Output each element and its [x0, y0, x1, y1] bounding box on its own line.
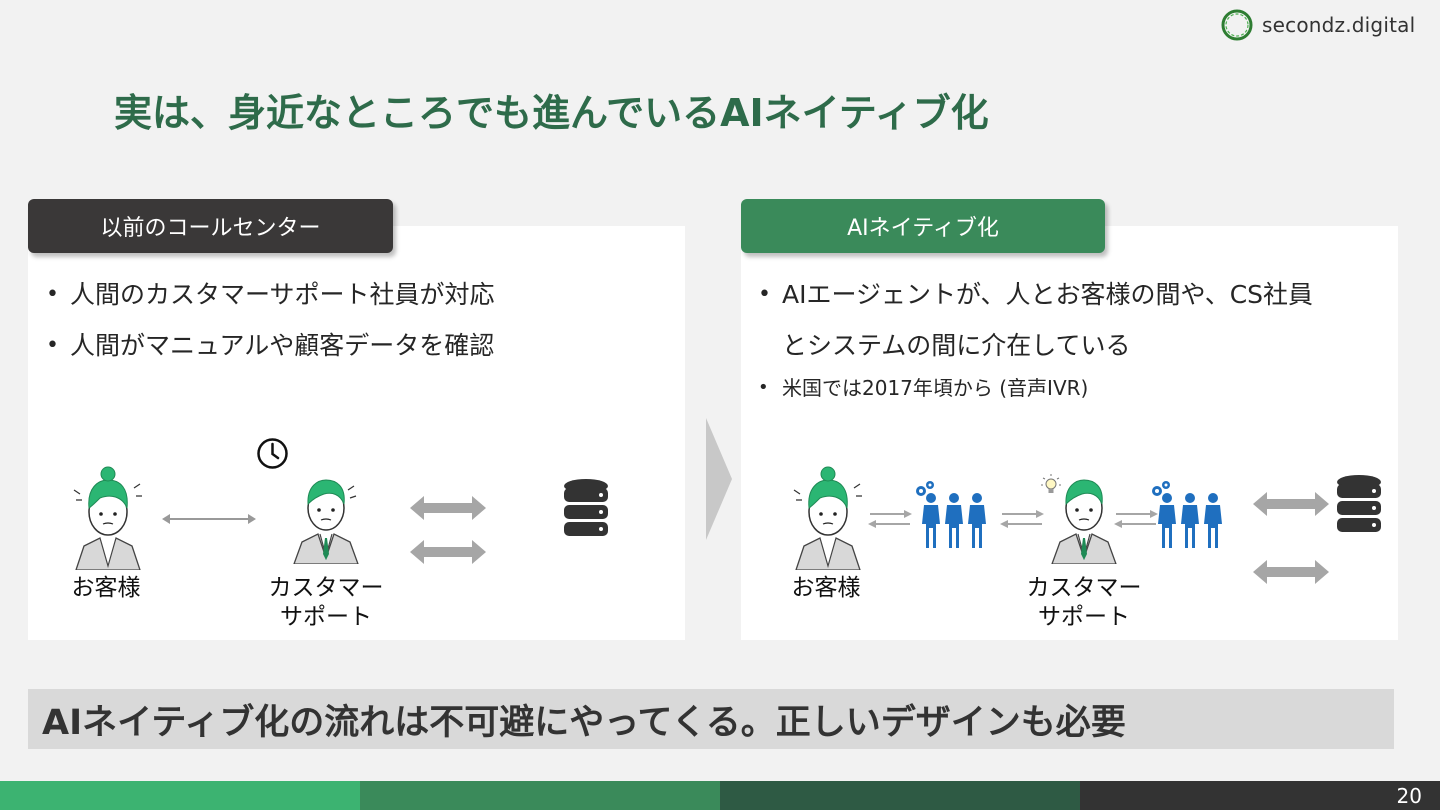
- clock-icon: [257, 438, 288, 469]
- right-bullet-1-line1: AIエージェントが、人とお客様の間や、CS社員: [782, 280, 1314, 309]
- thick-double-arrow-icon: [410, 496, 486, 520]
- ai-agents-group-icon: [916, 481, 986, 548]
- two-way-arrow-icon: [1000, 510, 1044, 528]
- right-sub-bullet: 米国では2017年頃から (音声IVR): [756, 371, 1386, 405]
- lightbulb-icon: [1041, 474, 1061, 493]
- tab-old-call-center: 以前のコールセンター: [28, 199, 393, 253]
- logo-text: secondz.digital: [1262, 13, 1416, 37]
- left-bullet-2: 人間がマニュアルや顧客データを確認: [44, 320, 664, 371]
- right-bullet-1-line2: とシステムの間に介在している: [782, 331, 1131, 360]
- company-logo[interactable]: secondz.digital: [1220, 8, 1415, 42]
- database-icon: [1337, 475, 1381, 532]
- conclusion-banner: AIネイティブ化の流れは不可避にやってくる。正しいデザインも必要: [28, 689, 1394, 749]
- two-way-arrow-icon: [1114, 510, 1158, 528]
- left-support-label-line2: サポート: [280, 604, 372, 630]
- ai-agents-group-icon: [1152, 481, 1222, 548]
- support-person-icon: [293, 479, 359, 564]
- footer-segment: [360, 781, 720, 810]
- footer-bar: [0, 781, 1440, 810]
- thick-double-arrow-icon: [1253, 560, 1329, 584]
- customer-person-icon: [793, 466, 862, 570]
- customer-person-icon: [73, 466, 142, 570]
- support-person-icon: [1051, 479, 1117, 564]
- footer-segment: [0, 781, 360, 810]
- left-support-label-line1: カスタマー: [268, 575, 384, 601]
- thin-double-arrow-icon: [162, 514, 256, 524]
- left-bullet-1: 人間のカスタマーサポート社員が対応: [44, 269, 664, 320]
- logo-circle-icon: [1221, 9, 1253, 41]
- database-icon: [564, 479, 608, 536]
- thick-double-arrow-icon: [410, 540, 486, 564]
- left-bullet-list: 人間のカスタマーサポート社員が対応 人間がマニュアルや顧客データを確認: [44, 269, 664, 371]
- right-bullet-list: AIエージェントが、人とお客様の間や、CS社員 とシステムの間に介在している 米…: [756, 269, 1386, 405]
- right-bullet-1: AIエージェントが、人とお客様の間や、CS社員 とシステムの間に介在している: [756, 269, 1386, 371]
- thick-double-arrow-icon: [1253, 492, 1329, 516]
- right-support-label-line1: カスタマー: [1026, 575, 1142, 601]
- left-customer-label: お客様: [71, 575, 141, 601]
- right-customer-label: お客様: [791, 575, 861, 601]
- right-support-label-line2: サポート: [1038, 604, 1130, 630]
- page-number: 20: [1396, 784, 1422, 808]
- footer-segment: [1080, 781, 1440, 810]
- left-support-label: カスタマー サポート: [260, 574, 392, 632]
- right-support-label: カスタマー サポート: [1018, 574, 1150, 632]
- footer-segment: [720, 781, 1080, 810]
- tab-ai-native: AIネイティブ化: [741, 199, 1105, 253]
- two-way-arrow-icon: [868, 510, 912, 528]
- next-chevron-icon: [706, 418, 732, 540]
- slide-title: 実は、身近なところでも進んでいるAIネイティブ化: [114, 91, 989, 135]
